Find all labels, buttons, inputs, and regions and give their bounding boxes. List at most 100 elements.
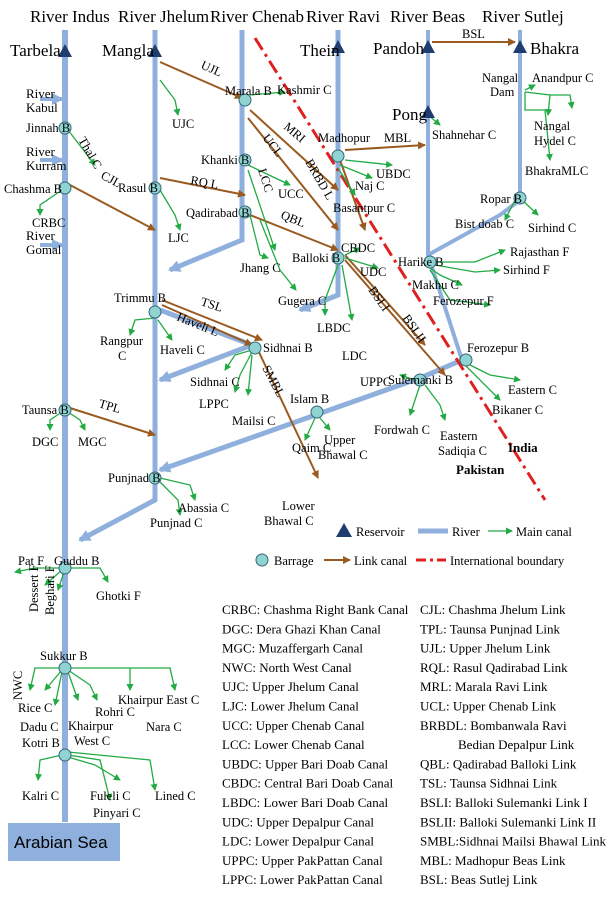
label-ucc: UCC — [278, 187, 304, 201]
canal-ldc — [341, 264, 355, 321]
barrage-marala — [238, 93, 252, 107]
label-pandoh: Pandoh — [373, 39, 425, 58]
barrage-sukkur — [58, 661, 72, 675]
label-link-ucl: UCL — [260, 131, 286, 159]
label-ghotki: Ghotki F — [96, 589, 141, 603]
label-naj: Naj C — [355, 179, 385, 193]
canal-ljc — [159, 189, 182, 231]
abbr-right-item-0: CJL: Chashma Jhelum Link — [420, 602, 566, 617]
label-link-qbl: QBL — [279, 208, 307, 230]
label-sulemanki: Sulemanki B — [388, 373, 453, 387]
canal-nangal-hydel — [524, 91, 553, 116]
link-mri — [249, 109, 339, 191]
label-ropar: Ropar B — [480, 192, 522, 206]
label-sidhnai: Sidhnai B — [263, 341, 313, 355]
label-punjnad: Punjnad B — [108, 471, 160, 485]
canal-lbdc — [321, 264, 339, 316]
canal-eastern-sadiqia — [424, 384, 447, 421]
canal-lined — [67, 751, 158, 791]
barrage-punjnad — [148, 471, 162, 485]
label-abassia: Abassia C — [178, 501, 229, 515]
canal-kashmir — [249, 89, 286, 96]
legend-canal-label: Main canal — [516, 525, 572, 539]
abbr-right-item-14: BSL: Beas Sutlej Link — [420, 872, 538, 887]
label-lppc: LPPC — [199, 397, 229, 411]
label-anandpur: Anandpur C — [532, 71, 593, 85]
label-ldc: LDC — [342, 349, 367, 363]
canal-nara — [130, 667, 178, 691]
abbr-right-item-10: BSLI: Balloki Sulemanki Link I — [420, 795, 588, 810]
abbr-right-item-9: TSL: Taunsa Sidhnai Link — [420, 776, 558, 791]
label-fuleli: Fuleli C — [90, 789, 131, 803]
label-eastern-c: Eastern C — [508, 383, 557, 397]
abbr-left-item-6: UCC: Upper Chenab Canal — [222, 718, 365, 733]
abbr-left-item-0: CRBC: Chashma Right Bank Canal — [222, 602, 409, 617]
label-india: India — [508, 440, 538, 455]
label-sukkur: Sukkur B — [40, 649, 88, 663]
label-thein: Thein — [300, 41, 340, 60]
canal-gugera — [259, 219, 297, 291]
label-sidhnai-c: Sidhnai C — [190, 375, 240, 389]
canal-rajasthan — [435, 248, 506, 263]
canal-dgc — [46, 411, 63, 431]
canal-bhakra-mlc — [524, 92, 553, 161]
canal-rangpur — [128, 317, 156, 336]
canal-labels: Thal C CRBC UJC LJC Kashmir C UCC Jhang … — [11, 71, 593, 820]
label-river-kurram: River Kurram — [26, 144, 66, 173]
label-tarbela: Tarbela — [10, 41, 61, 60]
barrage-guddu — [58, 561, 72, 575]
label-ubdc: UBDC — [376, 167, 411, 181]
canal-mailsi — [245, 354, 253, 396]
label-crbc: CRBC — [32, 216, 65, 230]
river-indus-title: River Indus — [30, 7, 110, 26]
canal-makhu — [429, 267, 463, 286]
label-fordwah: Fordwah C — [374, 423, 430, 437]
canal-ghotki — [68, 567, 109, 583]
canal-fuleli — [67, 756, 121, 781]
label-lower-bhawal: Lower Bhawal C — [264, 499, 318, 528]
label-link-lcc: LCC — [255, 167, 276, 194]
canal-naj — [339, 164, 373, 179]
barrage-balloki — [331, 251, 345, 265]
legend-river-label: River — [452, 525, 481, 539]
label-rohri: Rohri C — [95, 705, 135, 719]
label-dadu: Dadu C — [20, 720, 59, 734]
reservoir-bhakra-icon — [513, 40, 527, 53]
barrage-rasul — [148, 181, 162, 195]
label-bhakra-mlc: BhakraMLC — [525, 164, 588, 178]
barrage-jinnah — [58, 121, 72, 135]
label-mailsi: Mailsi C — [232, 414, 275, 428]
legend-boundary-label: International boundary — [450, 554, 565, 568]
abbr-right-item-11: BSLII: Balloki Sulemanki Link II — [420, 814, 596, 829]
barrage-ferozepur — [459, 353, 473, 367]
legend-barrage-label: Barrage — [274, 554, 314, 568]
label-pakistan: Pakistan — [456, 462, 505, 477]
legend-link-label: Link canal — [354, 554, 408, 568]
river-jhelum-title: River Jhelum — [118, 7, 209, 26]
canal-crbc — [36, 189, 63, 216]
label-harike: Harike B — [398, 255, 443, 269]
canal-udc — [344, 257, 379, 270]
label-bhakra: Bhakra — [530, 39, 580, 58]
canal-basantpur — [337, 167, 356, 196]
river-beas-title: River Beas — [390, 7, 465, 26]
river-panjnad-flow — [78, 480, 158, 543]
link-bsli — [344, 254, 426, 346]
link-ujl — [159, 61, 243, 99]
barrage-labels: Jinnah B Chashma B Rasul B Marala B Khan… — [4, 71, 529, 750]
canal-beghari — [56, 571, 65, 591]
label-sirhind-f: Sirhind F — [503, 263, 550, 277]
abbr-left-item-12: LDC: Lower Depalpur Canal — [222, 834, 374, 849]
label-khairpur-west: Khairpur West C — [68, 719, 116, 748]
label-bikaner: Bikaner C — [492, 403, 543, 417]
reservoir-pong-icon — [421, 105, 435, 118]
label-link-tsl: TSL — [199, 295, 224, 315]
canal-qaim — [304, 417, 316, 441]
legend-barrage-icon — [255, 553, 269, 567]
label-qadirabad: Qadirabad B — [186, 206, 250, 220]
label-bist-doab: Bist doab C — [455, 217, 514, 231]
label-basantpur: Basantpur C — [333, 201, 395, 215]
canal-nwc — [27, 667, 62, 691]
label-taunsa: Taunsa B — [22, 403, 69, 417]
